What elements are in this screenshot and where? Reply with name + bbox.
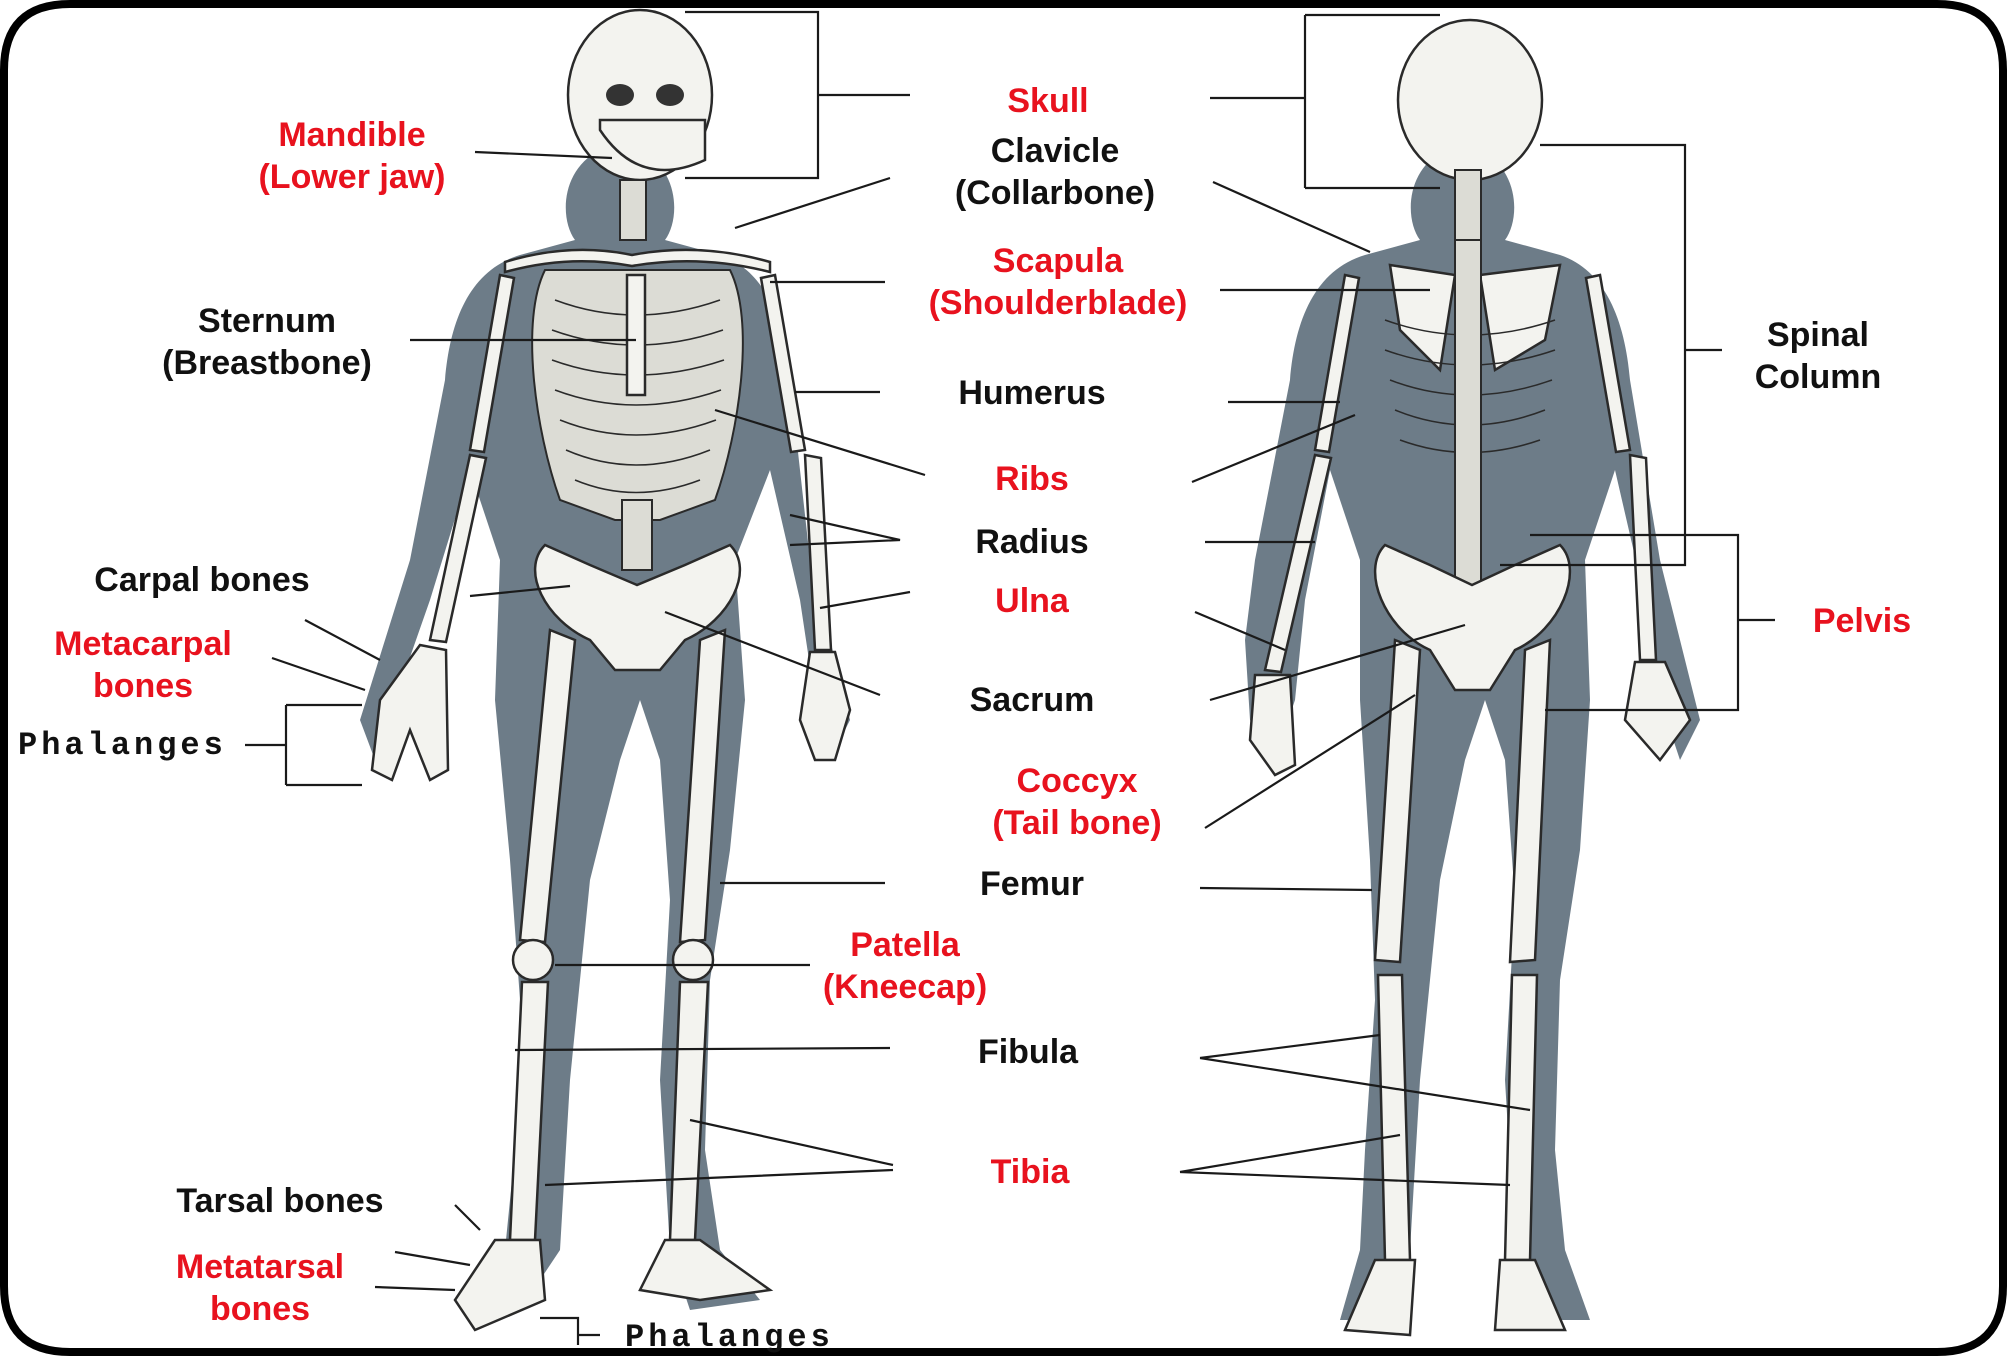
back-skeleton-figure [1245,20,1700,1335]
label-femur: Femur [980,865,1084,903]
back-right-forearm [1630,455,1656,660]
label-carpal: Carpal bones [94,561,309,599]
front-skeleton-figure [360,10,850,1330]
label-sacrum: Sacrum [970,681,1095,719]
phalanges-hand-bracket [245,705,362,785]
label-patella: Patella [850,926,961,964]
tibia-leader-back [1180,1135,1510,1185]
fibula-leader-back [1200,1035,1530,1110]
front-right-hand [800,652,850,760]
tibia-leader-front [545,1120,893,1185]
label-fibula: Fibula [978,1033,1079,1071]
back-spinal-column [1455,240,1481,600]
label-mandible-sub: (Lower jaw) [258,158,445,196]
front-right-patella [673,940,713,980]
metacarpal-leader [272,620,380,690]
skull-bracket-front [685,12,910,178]
metatarsal-leader [375,1252,470,1290]
femur-leader-back [1200,888,1372,890]
label-pelvis: Pelvis [1813,602,1911,640]
back-neck [1455,170,1481,250]
clavicle-leader-front [735,178,890,228]
label-spinal: Spinal [1767,316,1869,354]
front-eye-left [606,84,634,106]
back-left-hand [1250,675,1295,775]
front-left-foot [455,1240,545,1330]
label-metatarsal-sub: bones [210,1290,310,1328]
label-sternum: Sternum [198,302,336,340]
front-lumbar-spine [622,500,652,570]
label-metacarpal-sub: bones [93,667,193,705]
clavicle-leader-back [1213,182,1370,252]
label-coccyx-sub: (Tail bone) [992,804,1161,842]
label-ulna: Ulna [995,582,1070,620]
label-skull: Skull [1007,82,1088,120]
label-spinal-sub: Column [1755,358,1882,396]
front-eye-right [656,84,684,106]
label-clavicle-sub: (Collarbone) [955,174,1155,212]
label-sternum-sub: (Breastbone) [162,344,372,382]
label-mandible: Mandible [278,116,425,154]
label-humerus: Humerus [958,374,1105,412]
label-coccyx: Coccyx [1017,762,1138,800]
back-right-lower-leg [1505,975,1537,1260]
label-metatarsal: Metatarsal [176,1248,344,1286]
front-right-foot [640,1240,770,1300]
label-scapula: Scapula [993,242,1124,280]
tarsal-leader [455,1205,480,1230]
label-ribs: Ribs [995,460,1069,498]
phalanges-foot-bracket [540,1318,600,1345]
label-patella-sub: (Kneecap) [823,968,987,1006]
front-left-patella [513,940,553,980]
back-skull-shape [1398,20,1542,180]
label-metacarpal: Metacarpal [54,625,232,663]
label-radius: Radius [975,523,1088,561]
ulna-leader-front [820,592,910,608]
label-tibia: Tibia [991,1153,1071,1191]
label-phalanges-hand: Phalanges [18,727,227,764]
label-phalanges-foot: Phalanges [625,1319,834,1356]
front-sternum-shape [627,275,645,395]
label-scapula-sub: (Shoulderblade) [929,284,1188,322]
label-tarsal: Tarsal bones [176,1182,383,1220]
front-neck [620,180,646,240]
label-clavicle: Clavicle [991,132,1120,170]
